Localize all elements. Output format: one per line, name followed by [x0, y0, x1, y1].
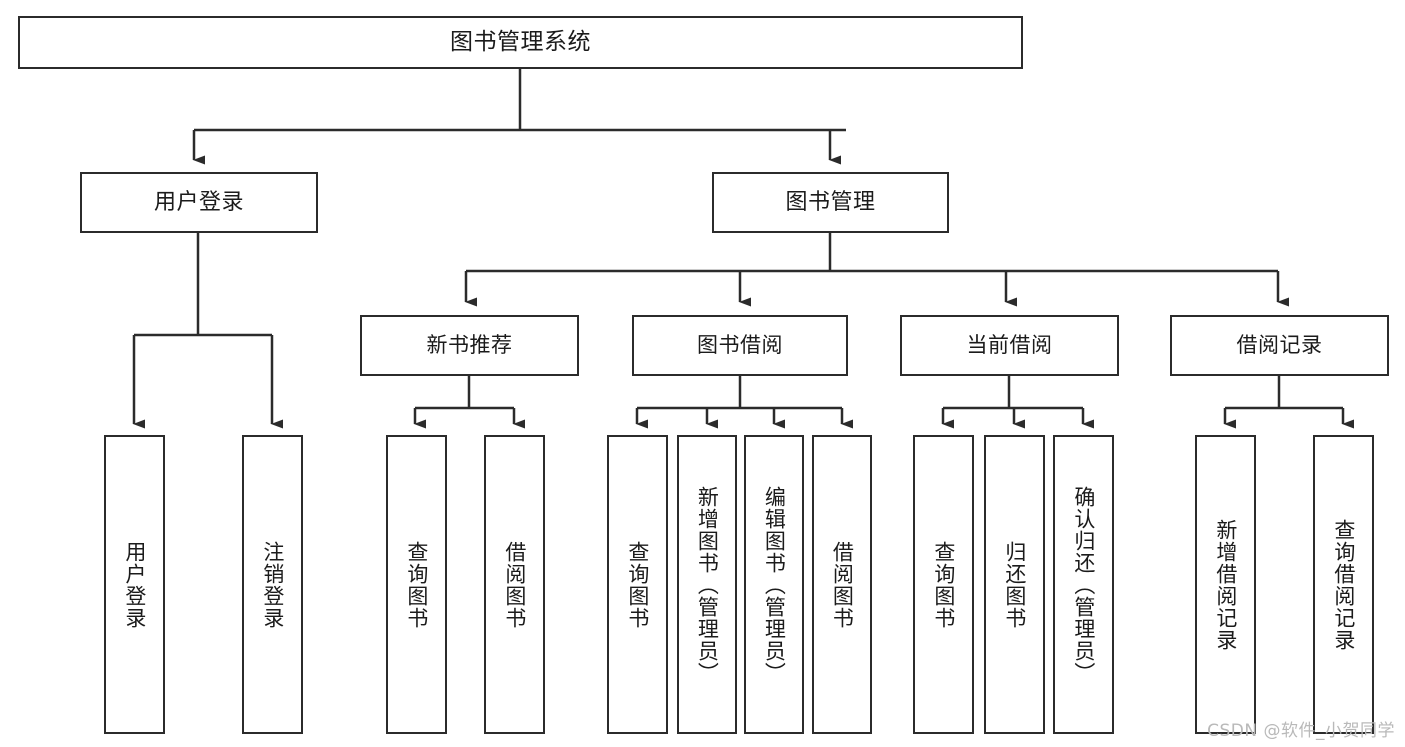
node-label: 新书推荐	[426, 333, 513, 358]
node-label: 当前借阅	[966, 333, 1053, 358]
leaf-label: 注销登录	[260, 540, 285, 629]
leaf-query-book-borrow[interactable]: 查询图书	[607, 435, 668, 734]
node-current-borrowing[interactable]: 当前借阅	[900, 315, 1119, 376]
node-label: 借阅记录	[1236, 333, 1323, 358]
node-borrowing-record[interactable]: 借阅记录	[1170, 315, 1389, 376]
csdn-watermark: CSDN @软件_小贺同学	[1207, 721, 1395, 741]
node-book-borrowing[interactable]: 图书借阅	[632, 315, 848, 376]
leaf-label: 借阅图书	[502, 540, 527, 629]
node-user-login[interactable]: 用户登录	[80, 172, 318, 233]
leaf-borrow-book-recommend[interactable]: 借阅图书	[484, 435, 545, 734]
leaf-label: 新增图书（管理员）	[695, 485, 720, 684]
node-label: 图书管理系统	[450, 29, 591, 56]
leaf-label: 新增借阅记录	[1213, 518, 1238, 651]
leaf-query-book-current[interactable]: 查询图书	[913, 435, 974, 734]
leaf-query-book-recommend[interactable]: 查询图书	[386, 435, 447, 734]
leaf-confirm-return-admin[interactable]: 确认归还（管理员）	[1053, 435, 1114, 734]
leaf-label: 编辑图书（管理员）	[762, 485, 787, 684]
leaf-label: 查询图书	[931, 540, 956, 629]
leaf-label: 借阅图书	[830, 540, 855, 629]
node-label: 用户登录	[153, 189, 244, 215]
leaf-query-borrow-record[interactable]: 查询借阅记录	[1313, 435, 1374, 734]
leaf-label: 用户登录	[122, 540, 147, 629]
leaf-label: 查询图书	[404, 540, 429, 629]
leaf-label: 查询图书	[625, 540, 650, 629]
node-label: 图书借阅	[697, 333, 783, 358]
node-label: 图书管理	[785, 189, 876, 215]
leaf-add-borrow-record[interactable]: 新增借阅记录	[1195, 435, 1256, 734]
node-library-management-system[interactable]: 图书管理系统	[18, 16, 1023, 69]
leaf-add-book-admin[interactable]: 新增图书（管理员）	[677, 435, 737, 734]
node-book-management[interactable]: 图书管理	[712, 172, 949, 233]
leaf-label: 确认归还（管理员）	[1071, 485, 1096, 684]
node-new-book-recommendation[interactable]: 新书推荐	[360, 315, 579, 376]
leaf-edit-book-admin[interactable]: 编辑图书（管理员）	[744, 435, 804, 734]
leaf-borrow-book[interactable]: 借阅图书	[812, 435, 872, 734]
leaf-label: 归还图书	[1002, 540, 1027, 629]
leaf-logout[interactable]: 注销登录	[242, 435, 303, 734]
leaf-user-login[interactable]: 用户登录	[104, 435, 165, 734]
leaf-label: 查询借阅记录	[1331, 518, 1356, 651]
leaf-return-book[interactable]: 归还图书	[984, 435, 1045, 734]
